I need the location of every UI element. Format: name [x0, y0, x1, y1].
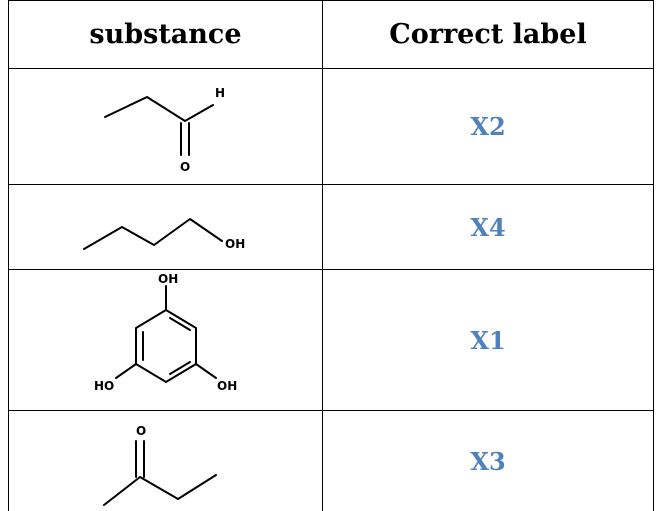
table-row: OH HO OH X1	[9, 270, 654, 411]
hydroxyl-right-label: OH	[217, 379, 237, 393]
butanol-structure: OH	[76, 197, 256, 257]
substituent-bond-left	[116, 364, 136, 378]
substituent-bond-right	[196, 364, 216, 378]
hydroxyl-left-label: HO	[94, 379, 114, 393]
hydrogen-atom-label: H	[215, 86, 225, 100]
oxygen-atom-label: O	[180, 160, 190, 174]
propanal-structure: H O	[91, 77, 241, 177]
butanone-structure: O	[96, 413, 236, 509]
table-row: H O X2	[9, 69, 654, 185]
carbon-chain-bond	[105, 97, 213, 121]
table-row: O X3	[9, 411, 654, 511]
hydroxyl-top-label: OH	[158, 272, 178, 286]
hydroxyl-group-label: OH	[225, 237, 245, 251]
oxygen-atom-label: O	[136, 424, 146, 438]
label-cell: X4	[323, 185, 654, 270]
label-cell: X1	[323, 270, 654, 411]
carbon-chain-bond	[84, 219, 222, 249]
phloroglucinol-structure: OH HO OH	[76, 272, 256, 408]
label-cell: X2	[323, 69, 654, 185]
structure-cell: O	[9, 411, 323, 511]
ring-double-bond-top	[170, 318, 190, 330]
ring-double-bond-bottom	[170, 362, 190, 374]
structure-cell: OH HO OH	[9, 270, 323, 411]
label-cell: X3	[323, 411, 654, 511]
header-correct-label: Correct label	[323, 1, 654, 69]
carbon-chain-bond	[104, 475, 216, 505]
structure-cell: OH	[9, 185, 323, 270]
benzene-ring	[136, 310, 196, 382]
table-row: OH X4	[9, 185, 654, 270]
structure-cell: H O	[9, 69, 323, 185]
table-header-row: substance Correct label	[9, 1, 654, 69]
header-substance: substance	[9, 1, 323, 69]
substance-label-table: substance Correct label H O X2 OH X4	[8, 0, 654, 511]
